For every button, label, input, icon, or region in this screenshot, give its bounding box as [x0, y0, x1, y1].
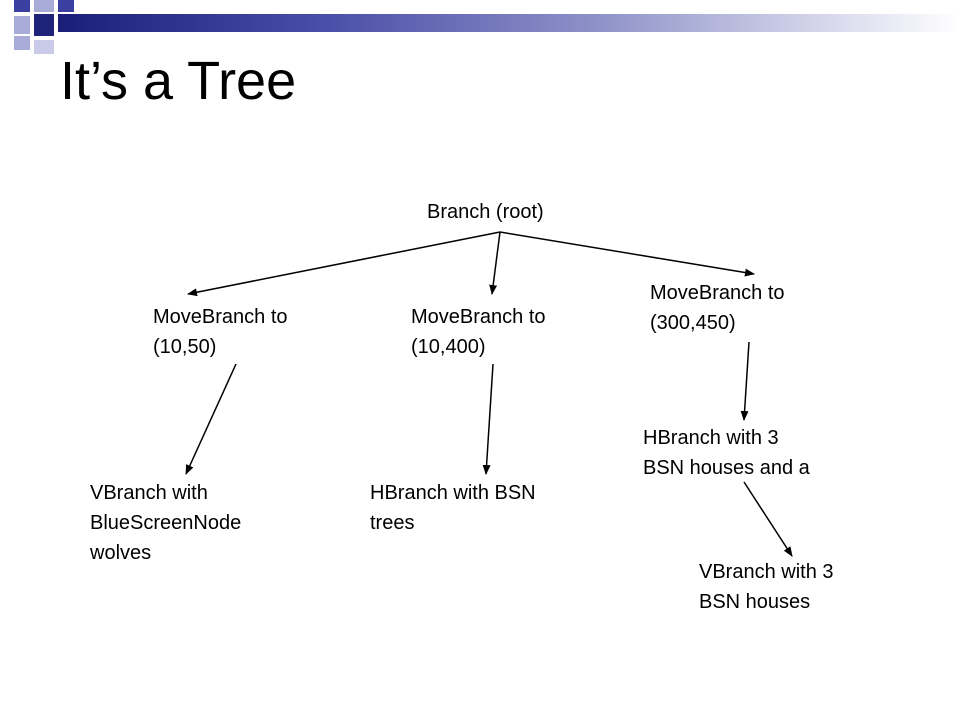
node-movebranch-300-450: MoveBranch to (300,450) [650, 282, 785, 334]
header-decoration-square [14, 36, 30, 50]
header-decoration-square [34, 0, 54, 12]
edge-move-1-to-vbranch-wolves [185, 363, 237, 475]
edge-root-to-move-1 [187, 231, 501, 297]
node-movebranch-10-50: MoveBranch to (10,50) [153, 306, 288, 358]
edge-hbranch-houses-to-vbranch-houses [743, 481, 793, 557]
header-decoration-square [58, 0, 74, 12]
edge-move-3-to-hbranch-houses [740, 341, 750, 421]
edge-move-2-to-hbranch-trees [482, 363, 494, 475]
header-decoration-square [34, 14, 54, 36]
header-decoration-square [34, 40, 54, 54]
node-root: Branch (root) [427, 201, 544, 223]
edge-root-to-move-2 [489, 231, 501, 295]
node-vbranch-wolves: VBranch with BlueScreenNode wolves [90, 482, 242, 564]
header-decoration-square [14, 16, 30, 34]
slide-title: It’s a Tree [60, 51, 297, 111]
node-vbranch-houses: VBranch with 3 BSN houses [699, 561, 834, 613]
node-hbranch-trees: HBranch with BSN trees [370, 482, 536, 534]
header-gradient-bar [58, 14, 960, 32]
node-hbranch-houses: HBranch with 3 BSN houses and a [643, 427, 810, 479]
header-decoration-square [14, 0, 30, 12]
node-movebranch-10-400: MoveBranch to (10,400) [411, 306, 546, 358]
edge-root-to-move-3 [499, 231, 755, 277]
